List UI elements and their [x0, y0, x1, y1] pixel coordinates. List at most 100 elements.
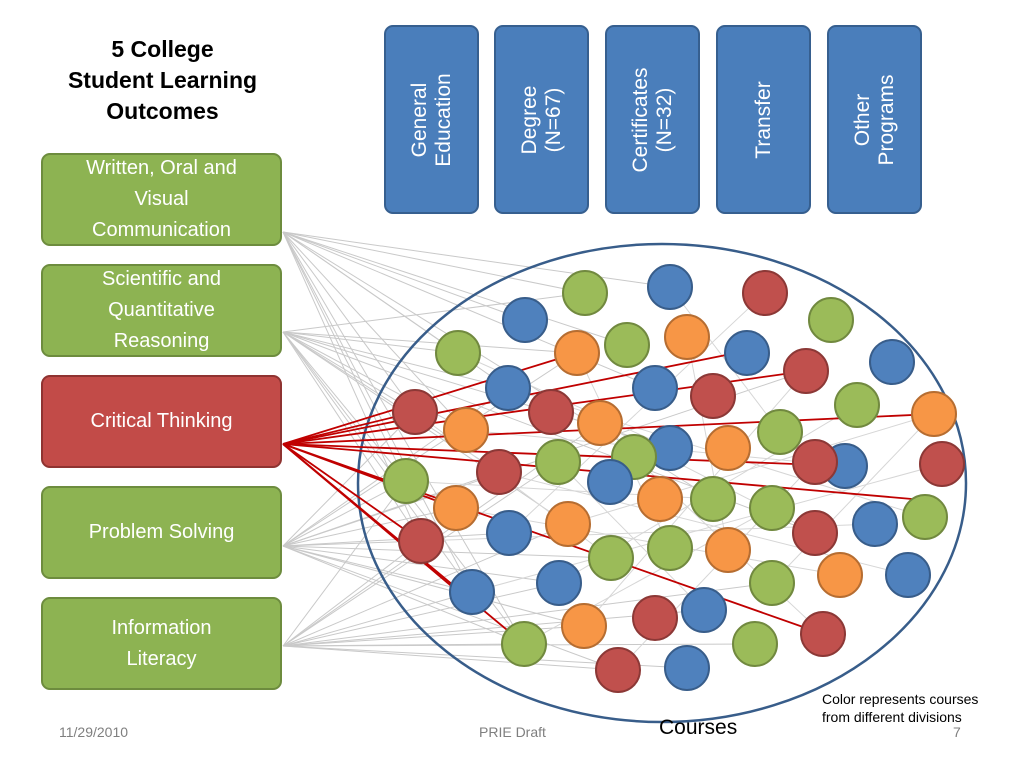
course-circle — [433, 485, 479, 531]
connection-line — [282, 545, 585, 627]
connection-line — [282, 331, 509, 389]
course-circle — [535, 439, 581, 485]
connection-line — [282, 331, 578, 354]
outcome-critical-thinking: Critical Thinking — [41, 375, 282, 468]
course-circle — [800, 611, 846, 657]
connection-line — [282, 480, 407, 547]
course-circle — [561, 603, 607, 649]
course-circle — [885, 552, 931, 598]
course-circle — [528, 389, 574, 435]
connection-line — [282, 231, 526, 321]
course-circle — [911, 391, 957, 437]
course-circle — [792, 439, 838, 485]
course-circles — [383, 264, 965, 693]
connection-line — [282, 231, 586, 294]
course-circle — [902, 494, 948, 540]
course-circle — [392, 389, 438, 435]
course-circle — [588, 535, 634, 581]
course-circle — [852, 501, 898, 547]
program-other-programs: Other Programs — [827, 25, 922, 214]
outcome-problem-solving: Problem Solving — [41, 486, 282, 579]
course-circle — [869, 339, 915, 385]
connection-line — [282, 331, 459, 354]
color-legend-note: Color represents courses from different … — [822, 691, 979, 725]
course-circle — [486, 510, 532, 556]
course-circle — [817, 552, 863, 598]
connection-line — [282, 231, 628, 346]
course-circle — [749, 560, 795, 606]
course-circle — [742, 270, 788, 316]
outcome-written-oral-visual-communication: Written, Oral and Visual Communication — [41, 153, 282, 246]
course-circle — [476, 449, 522, 495]
course-circle — [792, 510, 838, 556]
connection-line — [557, 461, 705, 611]
course-circle — [808, 297, 854, 343]
course-circle — [637, 476, 683, 522]
critical-thinking-line — [282, 443, 482, 612]
courses-ellipse — [356, 242, 968, 724]
course-circle — [545, 501, 591, 547]
course-circle — [587, 459, 633, 505]
critical-thinking-line — [282, 443, 422, 542]
course-circle — [834, 382, 880, 428]
connection-line — [282, 645, 619, 671]
connection-line — [282, 507, 457, 547]
footer-page-number: 7 — [953, 724, 961, 740]
program-transfer: Transfer — [716, 25, 811, 214]
connection-line — [282, 231, 671, 288]
connection-line — [282, 540, 422, 647]
course-circle — [562, 270, 608, 316]
course-circle — [502, 297, 548, 343]
course-circle — [664, 314, 710, 360]
course-circle — [554, 330, 600, 376]
connection-line — [282, 411, 416, 547]
course-circle — [690, 476, 736, 522]
outcome-scientific-quantitative-reasoning: Scientific and Quantitative Reasoning — [41, 264, 282, 357]
connection-line — [282, 545, 560, 584]
critical-thinking-line — [282, 443, 457, 509]
course-circle — [783, 348, 829, 394]
connection-line — [508, 292, 766, 534]
course-circle — [577, 400, 623, 446]
course-circle — [595, 647, 641, 693]
course-circle — [485, 365, 531, 411]
outcome-information-literacy: Information Literacy — [41, 597, 282, 690]
connection-line — [282, 582, 560, 647]
connection-line — [282, 331, 416, 413]
connection-line — [282, 545, 525, 645]
connection-line — [282, 331, 407, 482]
program-certificates: Certificates (N=32) — [605, 25, 700, 214]
connection-line — [282, 591, 473, 647]
connection-line — [282, 545, 612, 559]
course-circle — [919, 441, 965, 487]
course-circle — [749, 485, 795, 531]
course-circle — [632, 365, 678, 411]
program-degree: Degree (N=67) — [494, 25, 589, 214]
course-circle — [724, 330, 770, 376]
course-circle — [398, 518, 444, 564]
course-circle — [757, 409, 803, 455]
course-circle — [604, 322, 650, 368]
course-circle — [536, 560, 582, 606]
course-circle — [647, 264, 693, 310]
course-circle — [705, 425, 751, 471]
course-circle — [449, 569, 495, 615]
course-circle — [501, 621, 547, 667]
footer-date: 11/29/2010 — [59, 724, 129, 740]
footer-center-text: PRIE Draft — [479, 724, 546, 740]
course-circle — [664, 645, 710, 691]
course-circle — [647, 525, 693, 571]
program-general-education: General Education — [384, 25, 479, 214]
page-title: 5 College Student Learning Outcomes — [67, 36, 258, 124]
course-circle — [732, 621, 778, 667]
course-circle — [383, 458, 429, 504]
connection-line — [567, 413, 935, 525]
course-circle — [632, 595, 678, 641]
course-circle — [705, 527, 751, 573]
course-circle — [443, 407, 489, 453]
connection-line — [282, 231, 416, 413]
connection-line — [771, 413, 935, 584]
connection-line — [282, 480, 407, 647]
courses-label: Courses — [659, 716, 738, 739]
